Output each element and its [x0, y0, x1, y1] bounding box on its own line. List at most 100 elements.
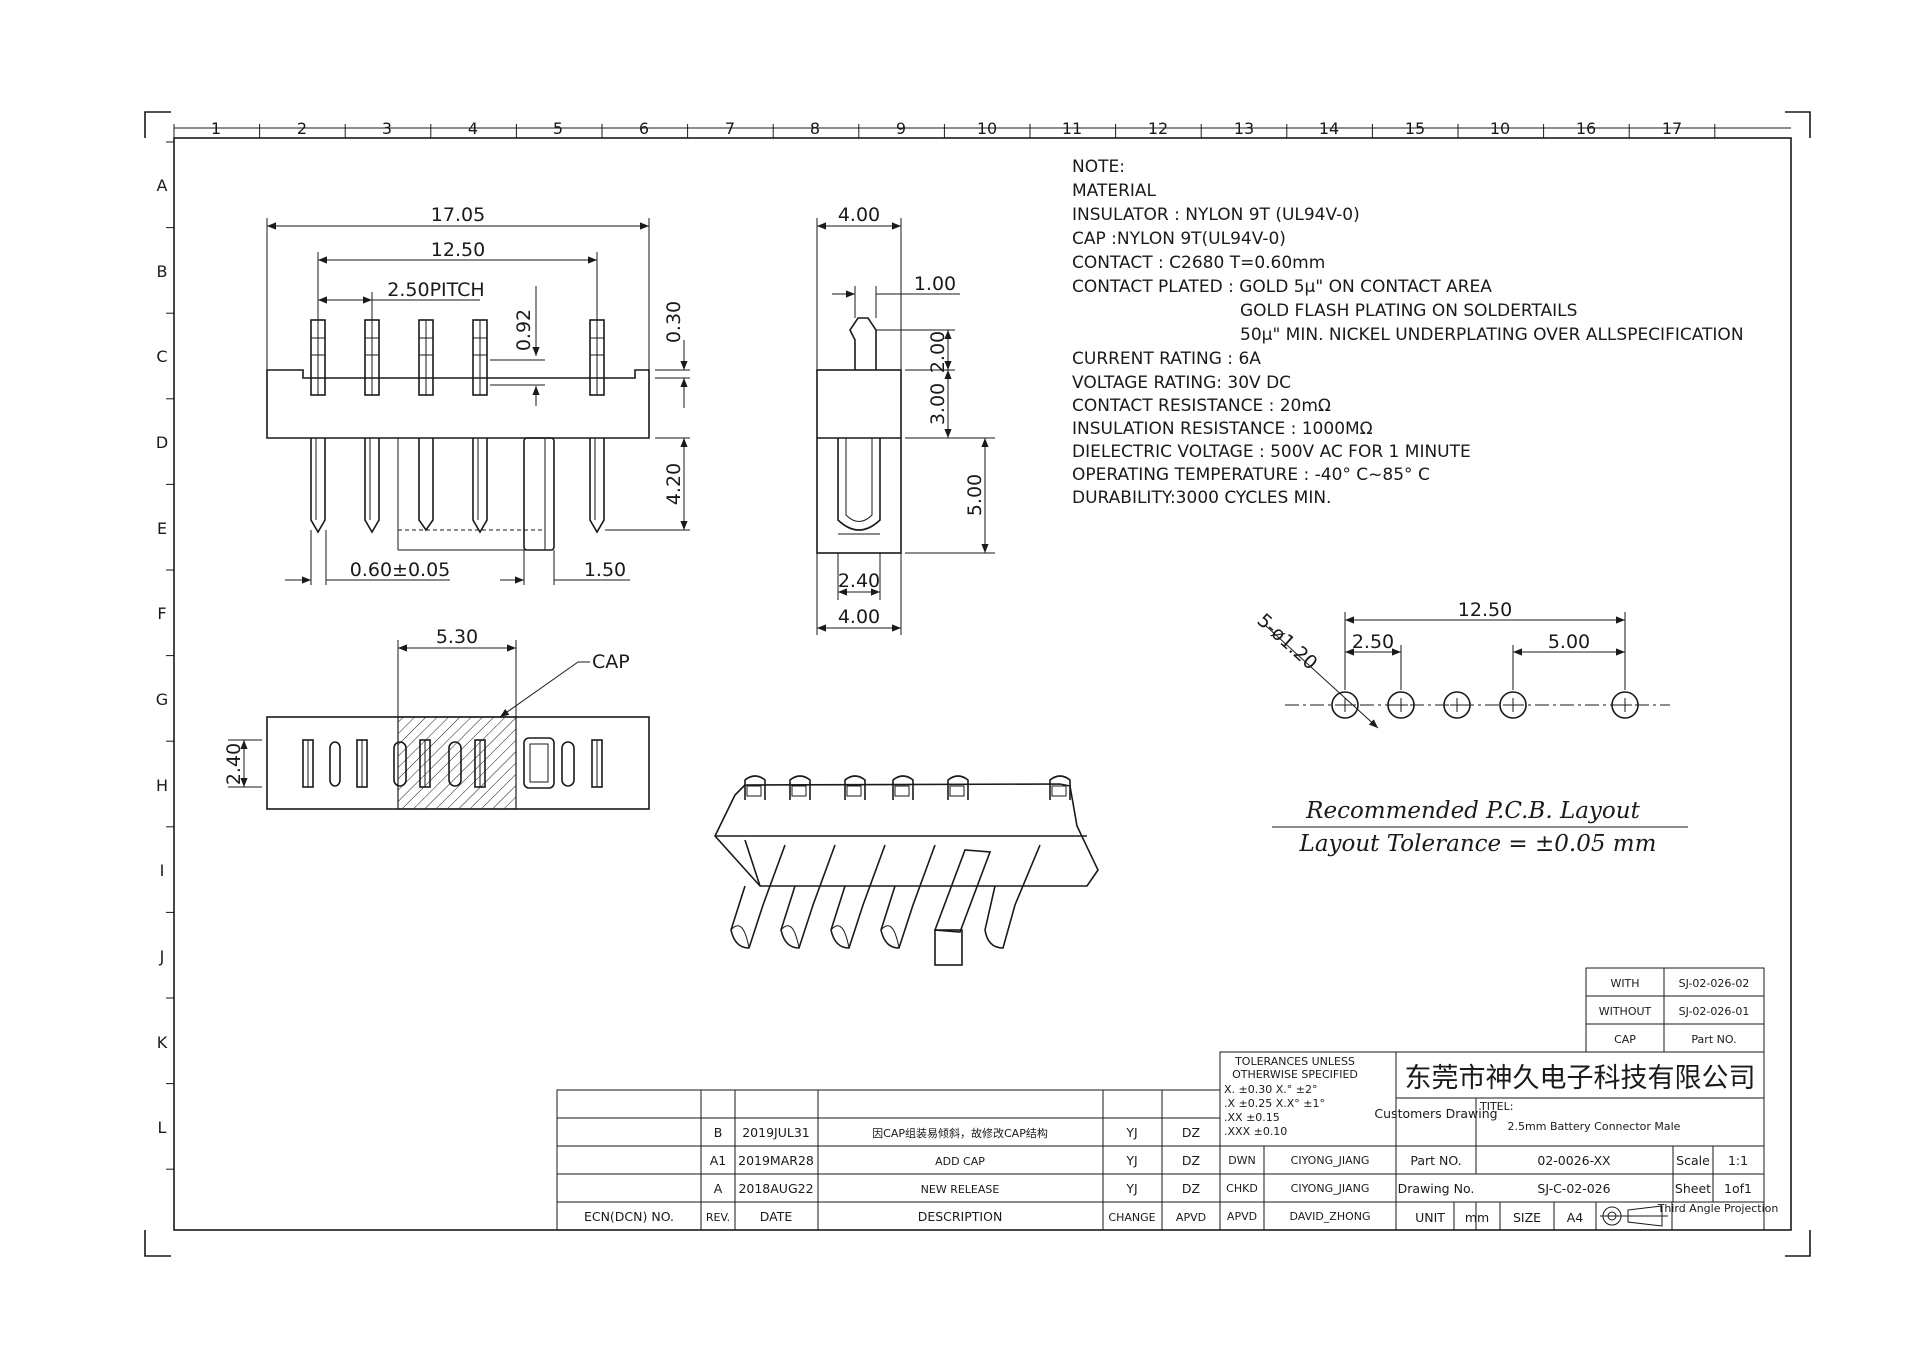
- pcb-hole: [1443, 691, 1471, 719]
- date-cell: 2019JUL31: [742, 1125, 810, 1140]
- apvd-label: APVD: [1227, 1210, 1257, 1223]
- grid-col-label: 9: [896, 119, 906, 138]
- part-no-label: Part NO.: [1410, 1153, 1461, 1168]
- tolerance-line: .X ±0.25 X.X° ±1°: [1224, 1097, 1325, 1110]
- grid-col-label: 10: [1490, 119, 1510, 138]
- side-dim-240: 2.40: [838, 570, 880, 592]
- iso-pin: [880, 844, 936, 949]
- grid-col-label: 5: [553, 119, 563, 138]
- corner-marks: [144, 111, 1811, 1257]
- iso-tab-window: [746, 785, 762, 797]
- top-cap-label: CAP: [592, 651, 630, 673]
- projection-label: Third Angle Projection: [1657, 1202, 1779, 1215]
- pcb-dim-span: 12.50: [1458, 599, 1512, 621]
- grid-col-label: 16: [1576, 119, 1596, 138]
- sheet-label: Sheet: [1675, 1181, 1711, 1196]
- iso-cap-pin: [933, 849, 992, 933]
- grid-row-labels: A B C D E F G H I J K L: [156, 176, 168, 1137]
- change-cell: YJ: [1125, 1153, 1137, 1168]
- front-cap-pin: [523, 437, 555, 551]
- iso-pin-edge: [880, 925, 900, 949]
- header-date: DATE: [760, 1209, 793, 1224]
- grid-col-label: 11: [1062, 119, 1082, 138]
- note-line: CONTACT : C2680 T=0.60mm: [1072, 253, 1325, 273]
- grid-col-label: 12: [1148, 119, 1168, 138]
- revision-table: B 2019JUL31 因CAP组装易倾斜，故修改CAP结构 YJ DZ A1 …: [556, 1089, 1221, 1231]
- tolerance-header: OTHERWISE SPECIFIED: [1232, 1068, 1358, 1081]
- iso-cap-pin-base: [934, 929, 963, 966]
- note-line: GOLD FLASH PLATING ON SOLDERTAILS: [1240, 301, 1577, 321]
- iso-tab: [947, 775, 969, 800]
- front-dim-420: 4.20: [663, 463, 685, 505]
- pcb-hole: [1499, 691, 1527, 719]
- note-line: INSULATOR : NYLON 9T (UL94V-0): [1072, 205, 1360, 225]
- note-line: INSULATION RESISTANCE : 1000MΩ: [1072, 419, 1373, 439]
- top-slot-round: [329, 741, 341, 787]
- iso-pin: [830, 844, 886, 949]
- isometric-view: [714, 775, 1099, 966]
- grid-row-label: F: [157, 604, 166, 623]
- iso-pin-edge: [830, 925, 850, 949]
- title-block: 东莞市神久电子科技有限公司 TOLERANCES UNLESS OTHERWIS…: [1219, 1051, 1779, 1231]
- part-number: SJ-02-026-02: [1679, 977, 1750, 990]
- apvd-cell: DZ: [1182, 1125, 1200, 1140]
- pcb-tolerance: Layout Tolerance = ±0.05 mm: [1299, 831, 1657, 857]
- rev-cell: B: [714, 1125, 723, 1140]
- note-line: CURRENT RATING : 6A: [1072, 349, 1261, 369]
- header-rev: REV.: [706, 1211, 730, 1224]
- pcb-dim-pitch: 2.50: [1352, 631, 1394, 653]
- customers-drawing-label: Customers Drawing: [1374, 1106, 1497, 1121]
- pcb-layout: 12.50 2.50 5.00 5-ø1.20 Recommended P.C.…: [1253, 599, 1688, 857]
- grid-col-label: 7: [725, 119, 735, 138]
- front-pin-tail: [418, 438, 434, 532]
- tolerance-line: .XX ±0.15: [1224, 1111, 1280, 1124]
- front-housing: [266, 369, 650, 439]
- part-number: SJ-02-026-01: [1679, 1005, 1750, 1018]
- side-dim-bottom: 4.00: [838, 606, 880, 628]
- iso-pin: [780, 844, 836, 949]
- note-line: DURABILITY:3000 CYCLES MIN.: [1072, 488, 1331, 508]
- top-cap-hatch: [397, 716, 517, 810]
- change-cell: YJ: [1125, 1181, 1137, 1196]
- drawing-title: 2.5mm Battery Connector Male: [1508, 1120, 1681, 1133]
- part-option: WITH: [1610, 977, 1639, 990]
- side-view: 4.00 1.00 2.00 3.00 5.00 2.40 4.00: [816, 204, 995, 635]
- top-cap-square-inner: [529, 743, 549, 783]
- rev-cell: A1: [710, 1153, 727, 1168]
- grid-col-label: 13: [1234, 119, 1254, 138]
- front-dim-150: 1.50: [584, 559, 626, 581]
- pcb-title: Recommended P.C.B. Layout: [1305, 798, 1640, 824]
- grid-row-label: A: [157, 176, 168, 195]
- front-pin-tail: [310, 438, 326, 534]
- part-option: WITHOUT: [1599, 1005, 1652, 1018]
- grid-col-label: 10: [977, 119, 997, 138]
- part-table[interactable]: WITH SJ-02-026-02 WITHOUT SJ-02-026-01 C…: [1585, 967, 1765, 1053]
- front-dim-030: 0.30: [663, 301, 685, 343]
- top-dim-240: 2.40: [223, 743, 245, 785]
- front-pins: [310, 319, 605, 534]
- iso-pin: [984, 844, 1041, 949]
- date-cell: 2018AUG22: [738, 1181, 813, 1196]
- dwn-label: DWN: [1228, 1154, 1256, 1167]
- dwn-value: CIYONG_JIANG: [1291, 1154, 1370, 1167]
- side-dim-top: 4.00: [838, 204, 880, 226]
- titel-label: TITEL:: [1479, 1100, 1513, 1113]
- apvd-value: DAVID_ZHONG: [1289, 1210, 1370, 1223]
- scale-value: 1:1: [1728, 1153, 1748, 1168]
- note-line: CONTACT RESISTANCE : 20mΩ: [1072, 396, 1331, 416]
- pcb-hole: [1331, 691, 1359, 719]
- iso-tab: [789, 775, 811, 800]
- grid-col-label: 4: [468, 119, 478, 138]
- header-change: CHANGE: [1108, 1211, 1155, 1224]
- grid-col-label: 1: [211, 119, 221, 138]
- grid-row-label: I: [160, 861, 165, 880]
- pcb-hole: [1387, 691, 1415, 719]
- unit-label: UNIT: [1415, 1210, 1445, 1225]
- header-apvd: APVD: [1176, 1211, 1206, 1224]
- front-pin-tail: [364, 438, 380, 534]
- grid-row-label: J: [159, 947, 165, 966]
- note-line: 50μ" MIN. NICKEL UNDERPLATING OVER ALLSP…: [1240, 325, 1744, 345]
- sheet-value: 1of1: [1724, 1181, 1752, 1196]
- grid-row-label: K: [157, 1033, 168, 1052]
- front-dim-pitch: 2.50PITCH: [387, 279, 484, 301]
